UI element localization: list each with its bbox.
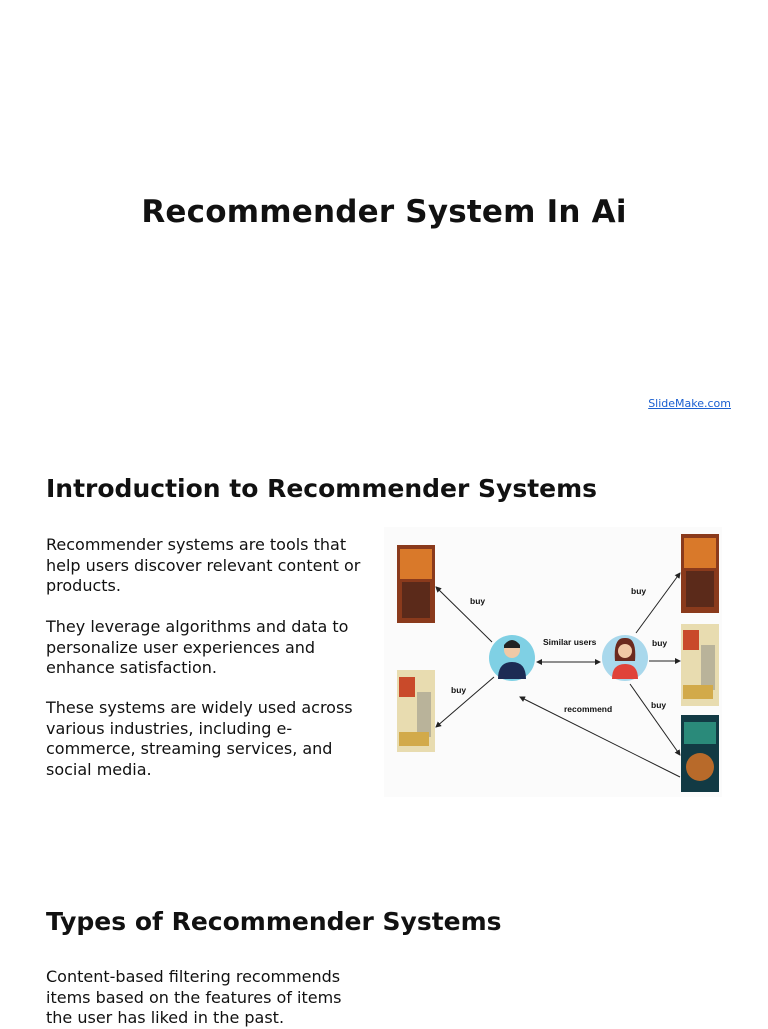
- section-heading-introduction: Introduction to Recommender Systems: [46, 474, 598, 503]
- user-avatar-left: [489, 635, 535, 681]
- book-cover-left-bottom: [397, 670, 435, 752]
- slide-title: Recommender System In Ai: [141, 194, 627, 230]
- label-buy-top-left: buy: [470, 596, 485, 606]
- intro-paragraph-1: Recommender systems are tools that help …: [46, 535, 361, 595]
- intro-paragraph-3: These systems are widely used across var…: [46, 698, 353, 779]
- label-buy-top-right: buy: [631, 586, 646, 596]
- label-similar-users: Similar users: [543, 637, 597, 647]
- intro-paragraph-2: They leverage algorithms and data to per…: [46, 617, 349, 677]
- section-heading-types: Types of Recommender Systems: [46, 907, 502, 936]
- label-buy-bottom-left: buy: [451, 685, 466, 695]
- source-link[interactable]: SlideMake.com: [648, 397, 731, 410]
- types-paragraph-1: Content-based filtering recommends items…: [46, 967, 342, 1027]
- label-buy-middle-right: buy: [652, 638, 667, 648]
- book-cover-right-top: [681, 534, 719, 613]
- book-cover-right-middle: [681, 624, 719, 706]
- label-buy-bottom-right: buy: [651, 700, 666, 710]
- collaborative-filtering-diagram: buy buy Similar users buy buy buy recomm…: [384, 527, 722, 797]
- user-avatar-right: [602, 635, 648, 681]
- book-cover-left-top: [397, 545, 435, 623]
- label-recommend: recommend: [564, 704, 612, 714]
- book-cover-right-bottom: [681, 715, 719, 792]
